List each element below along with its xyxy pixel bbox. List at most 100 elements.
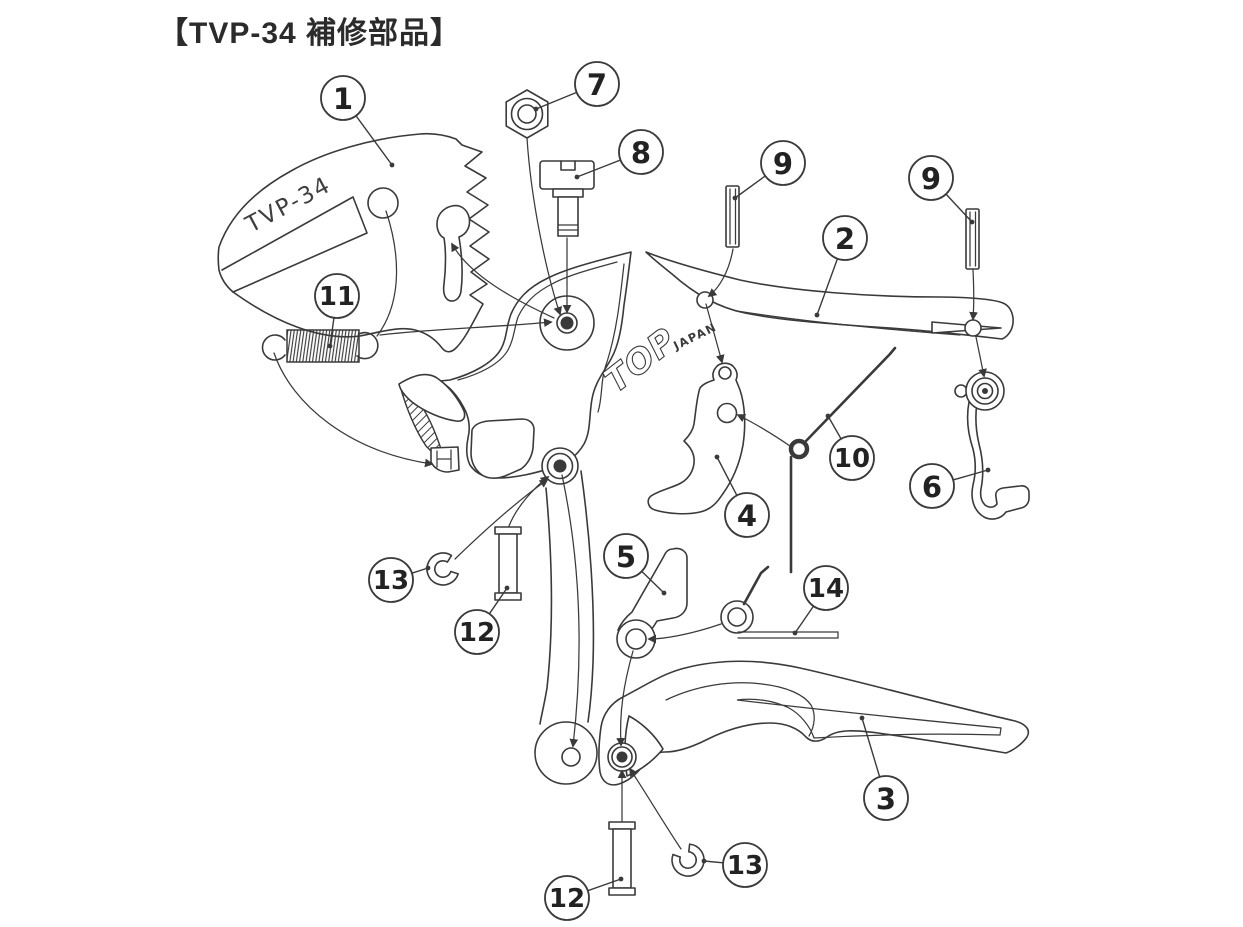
blade-hole	[367, 187, 399, 219]
callout-13: 13	[701, 842, 768, 888]
callout-leader	[734, 175, 766, 199]
part-pivot-pin-upper	[494, 526, 522, 601]
callout-balloon	[908, 155, 954, 201]
callout-number: 2	[835, 222, 855, 256]
assembly-lines	[273, 137, 987, 850]
callout-7: 7	[533, 61, 620, 112]
callout-balloon	[822, 215, 868, 261]
callout-target-dot	[618, 876, 624, 882]
callout-number: 11	[319, 282, 355, 312]
callout-target-dot	[701, 858, 707, 864]
part-latch	[954, 371, 1030, 520]
part-tension-spring	[261, 329, 379, 363]
callout-target-dot	[985, 467, 991, 473]
callout-target-dot	[714, 454, 720, 460]
callout-target-dot	[533, 106, 539, 112]
callout-1: 1	[320, 75, 395, 168]
callout-balloon	[320, 75, 366, 121]
callout-leader	[329, 317, 335, 347]
part-pin-right	[965, 208, 980, 270]
callout-leader	[716, 456, 738, 496]
callout-target-dot	[859, 715, 865, 721]
callout-9: 9	[908, 155, 975, 225]
callout-number: 12	[549, 884, 585, 914]
callout-balloon	[829, 435, 875, 481]
callout-leader	[411, 567, 429, 574]
callout-9: 9	[732, 140, 806, 201]
part-body: TOP JAPAN	[398, 251, 719, 785]
callout-balloon	[863, 775, 909, 821]
callout-number: 6	[922, 470, 942, 504]
callout-11: 11	[314, 273, 360, 349]
callout-12: 12	[454, 585, 510, 655]
callout-leader	[861, 717, 881, 778]
callout-number: 10	[834, 444, 870, 474]
callout-number: 4	[737, 499, 757, 533]
upper-pivot-hole	[560, 316, 574, 330]
callout-target-dot	[969, 219, 975, 225]
part-pivot-pin-lower	[608, 821, 636, 896]
part-upper-handle	[645, 251, 1014, 340]
callout-balloon	[724, 492, 770, 538]
callout-target-dot	[732, 195, 738, 201]
callout-number: 13	[373, 566, 409, 596]
callout-leader	[488, 587, 508, 615]
callout-balloon	[454, 609, 500, 655]
callout-8: 8	[574, 129, 664, 180]
jaw-horn	[398, 373, 466, 422]
part-lower-handle	[598, 660, 1030, 786]
callout-number: 5	[616, 540, 636, 574]
part-nut	[505, 89, 549, 139]
callout-balloon	[722, 842, 768, 888]
callout-number: 14	[808, 574, 844, 604]
callout-number: 3	[876, 782, 896, 816]
callout-leader	[945, 193, 973, 223]
callout-4: 4	[714, 454, 770, 538]
blade-keyhole-slot	[436, 204, 471, 302]
callout-number: 9	[921, 162, 941, 196]
callout-balloon	[544, 875, 590, 921]
callout-target-dot	[389, 162, 395, 168]
callout-target-dot	[327, 343, 333, 349]
part-torsion-spring	[720, 565, 839, 639]
callout-leader	[576, 159, 621, 178]
callout-leader	[535, 91, 577, 110]
callout-balloon	[618, 129, 664, 175]
callout-number: 8	[631, 136, 651, 170]
handle-pivot-hole	[616, 751, 628, 763]
callout-2: 2	[814, 215, 868, 318]
callout-5: 5	[603, 533, 667, 596]
callout-target-dot	[825, 413, 831, 419]
callout-balloon	[574, 61, 620, 107]
page-title: 【TVP-34 補修部品】	[158, 17, 462, 50]
callout-balloon	[760, 140, 806, 186]
part-release-lever	[616, 547, 688, 659]
callout-leader	[794, 605, 815, 634]
callout-number: 1	[333, 82, 353, 116]
callout-balloon	[803, 565, 849, 611]
callout-number: 7	[587, 68, 607, 102]
part-screw	[539, 160, 595, 237]
callout-leader	[703, 860, 724, 864]
callout-target-dot	[574, 174, 580, 180]
callout-balloon	[368, 557, 414, 603]
body-window	[470, 418, 535, 479]
callout-12: 12	[544, 875, 624, 921]
callout-balloon	[603, 533, 649, 579]
callout-balloon	[314, 273, 360, 319]
callout-10: 10	[825, 413, 875, 481]
callout-target-dot	[504, 585, 510, 591]
callout-leader	[641, 570, 665, 594]
callout-target-dot	[814, 312, 820, 318]
callout-3: 3	[859, 715, 909, 821]
callout-number: 12	[459, 618, 495, 648]
upper-handle-pin-hole	[964, 319, 982, 337]
callout-leader	[587, 878, 622, 892]
callout-13: 13	[368, 557, 431, 603]
callout-target-dot	[792, 630, 798, 636]
part-blade: TVP-34	[217, 132, 490, 353]
callout-leader	[952, 469, 989, 481]
